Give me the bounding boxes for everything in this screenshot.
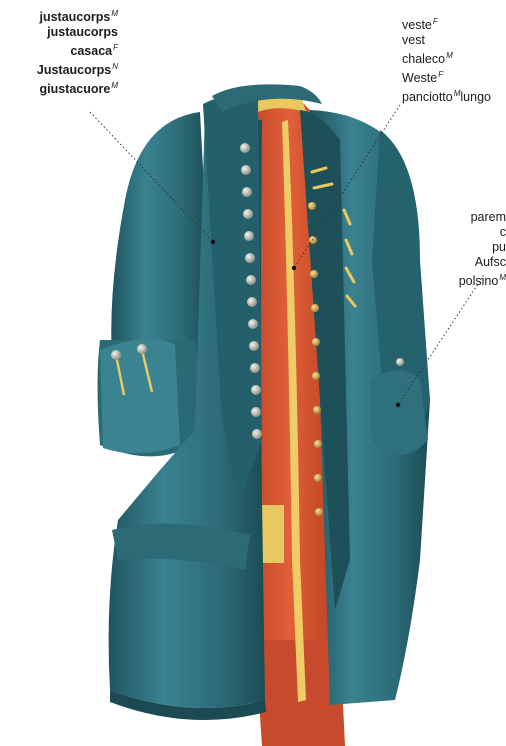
coat-term-german: JustaucorpsN [0, 59, 118, 78]
vest-term-german: WesteF [402, 67, 491, 86]
vest-term-spanish: chalecoM [402, 48, 491, 67]
cuff-term-french: parem [440, 210, 506, 225]
cuff-term-spanish: pu [440, 240, 506, 255]
vest-term-italian: panciottoMlungo [402, 86, 491, 105]
coat-term-italian: giustacuoreM [0, 78, 118, 97]
coat-term-english: justaucorps [0, 25, 118, 40]
vest-term-french: vesteF [402, 14, 491, 33]
cuff-term-italian: polsinoM [440, 270, 506, 289]
cuff-term-list: parem c pu Aufsc polsinoM [440, 210, 506, 289]
cuff-term-german: Aufsc [440, 255, 506, 270]
vest-term-english: vest [402, 33, 491, 48]
vest-term-list: vesteF vest chalecoM WesteF panciottoMlu… [402, 14, 491, 106]
coat-term-french: justaucorpsM [0, 6, 118, 25]
cuff-term-english: c [440, 225, 506, 240]
coat-term-spanish: casacaF [0, 40, 118, 59]
coat-term-list: justaucorpsM justaucorps casacaF Justauc… [0, 6, 118, 98]
